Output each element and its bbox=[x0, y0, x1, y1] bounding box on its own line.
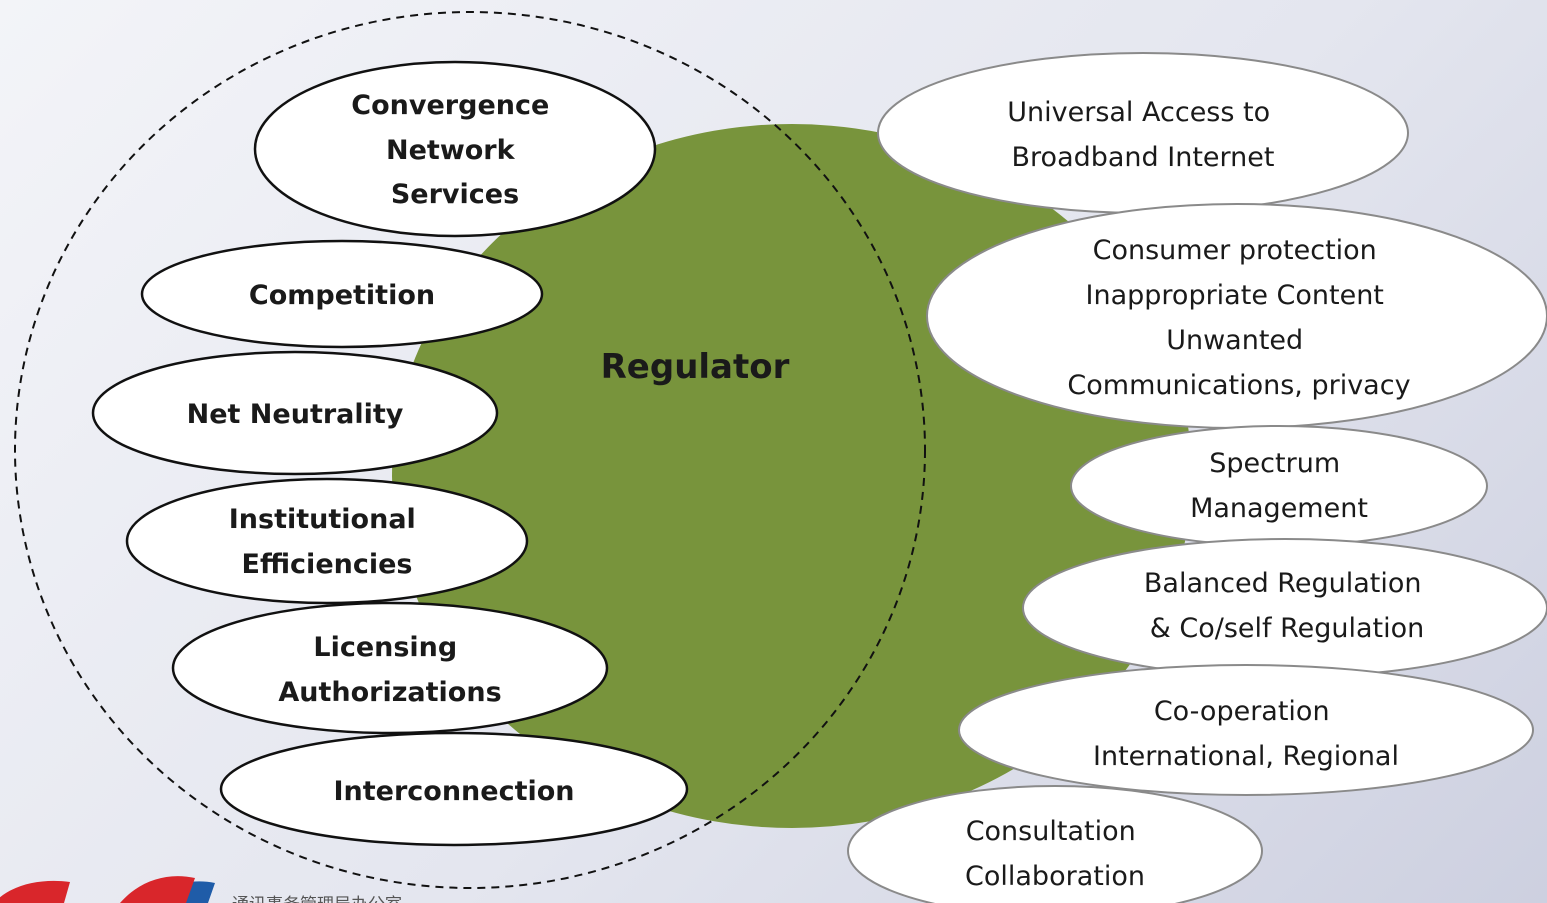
bubble-line: Management bbox=[1190, 493, 1368, 524]
bubble-line: Services bbox=[391, 179, 519, 210]
left-bubble-net-neutrality: Net Neutrality bbox=[91, 350, 499, 476]
ofta-logo: 通讯事务管理局办公室 bbox=[0, 876, 402, 903]
bubble-shape bbox=[253, 60, 657, 238]
svg-text:通讯事务管理局办公室: 通讯事务管理局办公室 bbox=[232, 895, 402, 903]
bubble-line: Network bbox=[386, 135, 516, 166]
svg-text:Universal Access to Broa: Universal Access to Broadband Internet bbox=[1007, 97, 1278, 173]
bubble-line: Inappropriate Content bbox=[1086, 280, 1384, 311]
bubble-shape bbox=[958, 664, 1534, 796]
bubble-shape bbox=[125, 477, 529, 605]
svg-text:Consumer protection Inap: Consumer protection Inappropriate Conten… bbox=[1067, 235, 1410, 401]
bubble-shape bbox=[877, 52, 1409, 214]
regulator-label: Regulator bbox=[601, 347, 790, 387]
bubble-line: & Co/self Regulation bbox=[1150, 613, 1425, 644]
svg-text:Competition: Competition bbox=[249, 280, 435, 311]
bubble-line: Universal Access to bbox=[1007, 97, 1270, 128]
bubble-line: Broadband Internet bbox=[1012, 142, 1275, 173]
right-bubble-balanced-regulation: Balanced Regulation & Co/self Regulation bbox=[1022, 538, 1547, 678]
bubble-line: Spectrum bbox=[1209, 448, 1340, 479]
bubble-line: Consultation bbox=[966, 816, 1136, 847]
right-bubble-consumer-protection: Consumer protection Inappropriate Conten… bbox=[926, 203, 1547, 429]
bubble-line: International, Regional bbox=[1093, 741, 1399, 772]
bubble-line: Collaboration bbox=[965, 861, 1145, 892]
left-bubble-licensing: Licensing Authorizations bbox=[171, 601, 609, 735]
logo-chinese-text: 通讯事务管理局办公室 bbox=[232, 895, 402, 903]
bubble-line: Licensing bbox=[313, 632, 457, 663]
svg-text:Convergence Network: Convergence Network Services bbox=[351, 90, 558, 210]
svg-text:Net Neutrality: Net Neutrality bbox=[187, 399, 404, 430]
bubble-line: Co-operation bbox=[1154, 696, 1330, 727]
bubble-line: Institutional bbox=[229, 504, 416, 535]
logo-swoosh-red bbox=[0, 880, 70, 903]
left-bubble-competition: Competition bbox=[140, 239, 544, 349]
bubble-shape bbox=[1022, 538, 1547, 678]
bubble-shape bbox=[140, 239, 544, 349]
left-bubble-convergence: Convergence Network Services bbox=[253, 60, 657, 238]
svg-text:Consultation Collaborati: Consultation Collaboration bbox=[965, 816, 1145, 892]
bubble-line: Net Neutrality bbox=[187, 399, 404, 430]
bubble-shape bbox=[847, 785, 1263, 903]
bubble-line: Communications, privacy bbox=[1067, 370, 1410, 401]
bubble-line: Unwanted bbox=[1166, 325, 1303, 356]
bubble-line: Efficiencies bbox=[242, 549, 413, 580]
bubble-line: Authorizations bbox=[278, 677, 501, 708]
logo-swoosh-red-2 bbox=[120, 876, 195, 903]
svg-text:Spectrum Management: Spectrum Management bbox=[1190, 448, 1368, 524]
svg-text:Regulator: Regulator bbox=[601, 347, 790, 387]
left-bubble-institutional: Institutional Efficiencies bbox=[125, 477, 529, 605]
dashed-boundary-circle bbox=[14, 11, 926, 889]
svg-text:Co-operation Internation: Co-operation International, Regional bbox=[1093, 696, 1399, 772]
bubble-line: Interconnection bbox=[333, 776, 574, 807]
svg-text:Licensing Authorizations: Licensing Authorizations bbox=[278, 632, 501, 708]
bubble-line: Balanced Regulation bbox=[1144, 568, 1422, 599]
bubble-shape bbox=[1070, 425, 1488, 547]
right-bubble-co-operation: Co-operation International, Regional bbox=[958, 664, 1534, 796]
bubble-shape bbox=[219, 731, 689, 847]
bubble-shape bbox=[171, 601, 609, 735]
left-bubble-interconnection: Interconnection bbox=[219, 731, 689, 847]
svg-text:Institutional Efficienci: Institutional Efficiencies bbox=[229, 504, 425, 580]
right-bubble-consultation: Consultation Collaboration bbox=[847, 785, 1263, 903]
bubble-shape bbox=[91, 350, 499, 476]
svg-text:Interconnection: Interconnection bbox=[333, 776, 574, 807]
right-bubble-spectrum: Spectrum Management bbox=[1070, 425, 1488, 547]
bubble-line: Consumer protection bbox=[1093, 235, 1377, 266]
svg-text:Balanced Regulation & Co: Balanced Regulation & Co/self Regulation bbox=[1144, 568, 1430, 644]
bubble-line: Competition bbox=[249, 280, 435, 311]
right-bubble-universal-access: Universal Access to Broadband Internet bbox=[877, 52, 1409, 214]
bubble-line: Convergence bbox=[351, 90, 549, 121]
